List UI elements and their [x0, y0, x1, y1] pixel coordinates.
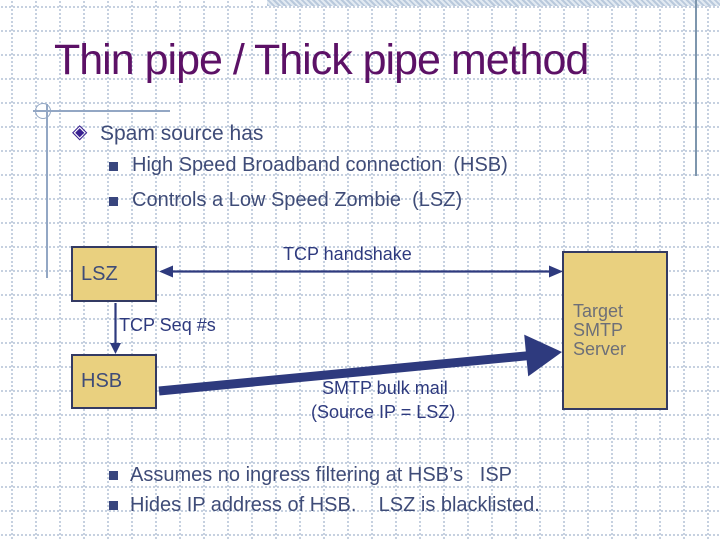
- top-edge-band: [267, 0, 720, 6]
- bullet-footer-hides-ip: Hides IP address of HSB. LSZ is blacklis…: [130, 494, 540, 516]
- square-bullet-icon: [109, 471, 118, 480]
- smtp-source-ip-label: (Source IP = LSZ): [311, 402, 456, 422]
- tcp-handshake-label: TCP handshake: [283, 244, 412, 264]
- tcp-seq-label: TCP Seq #s: [119, 315, 216, 335]
- target-box-label-line2: SMTP: [573, 320, 624, 340]
- slide-title: Thin pipe / Thick pipe method: [54, 36, 589, 84]
- lsz-box: LSZ: [71, 246, 157, 302]
- target-smtp-server-box: Target SMTP Server: [562, 251, 668, 410]
- smtp-bulk-mail-label: SMTP bulk mail: [322, 378, 448, 398]
- square-bullet-icon: [109, 197, 118, 206]
- hsb-box-label: HSB: [81, 370, 123, 392]
- target-box-label-line3: Server: [573, 339, 627, 359]
- diamond-bullet-icon: ◈: [72, 121, 88, 143]
- right-edge-rule: [695, 0, 697, 176]
- bullet-footer-ingress: Assumes no ingress filtering at HSB’s IS…: [130, 464, 513, 486]
- bullet-sub-lsz: Controls a Low Speed Zombie (LSZ): [132, 189, 463, 211]
- square-bullet-icon: [109, 501, 118, 510]
- target-box-label-line1: Target: [573, 301, 624, 321]
- ornament-vertical-rule: [46, 104, 48, 278]
- lsz-box-label: LSZ: [81, 262, 118, 285]
- bullet-sub-hsb: High Speed Broadband connection (HSB): [132, 154, 508, 176]
- ornament-horizontal-rule: [33, 110, 170, 112]
- hsb-box: HSB: [71, 354, 157, 409]
- compass-ornament-icon: [35, 103, 51, 119]
- bullet-main: Spam source has: [100, 122, 264, 145]
- square-bullet-icon: [109, 162, 118, 171]
- tcp-handshake-arrow: [159, 265, 563, 278]
